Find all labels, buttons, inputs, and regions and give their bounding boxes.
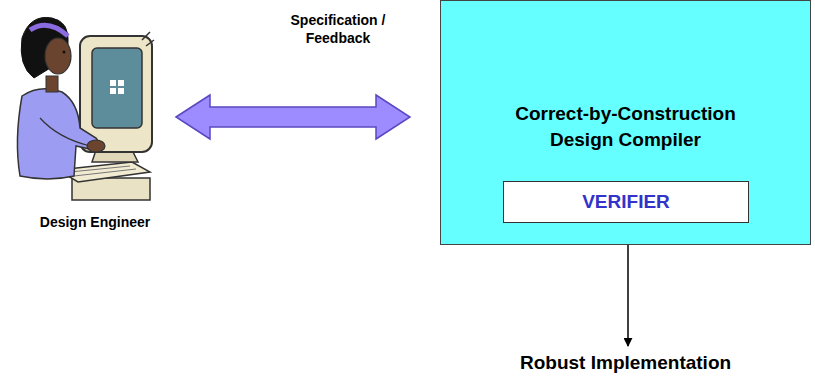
person-headband bbox=[30, 25, 68, 36]
flow-arrow bbox=[627, 245, 629, 346]
node-label: Robust Implementation bbox=[520, 352, 736, 374]
node-label: VERIFIER bbox=[582, 191, 670, 213]
compiler-box: Correct-by-Construction Design CompilerV… bbox=[440, 0, 811, 245]
engineer-clipart bbox=[17, 17, 154, 200]
verifier-box: VERIFIER bbox=[503, 181, 749, 223]
motion-lines bbox=[142, 32, 154, 46]
person-arm bbox=[40, 118, 90, 146]
keyboard-keys bbox=[70, 166, 136, 176]
person-neck bbox=[46, 76, 58, 92]
node-label: Design Engineer bbox=[16, 214, 174, 230]
monitor-screen bbox=[92, 48, 142, 128]
edge-label: Specification / Feedback bbox=[286, 11, 390, 47]
output-node: Robust Implementation bbox=[520, 352, 736, 374]
person-face bbox=[45, 38, 71, 74]
node-label: Correct-by-Construction Design Compiler bbox=[486, 101, 766, 152]
screen-logo bbox=[110, 80, 124, 94]
double-block-arrow bbox=[176, 95, 410, 139]
person-hand bbox=[87, 140, 105, 152]
person-eye bbox=[63, 51, 66, 54]
person-shirt bbox=[17, 89, 98, 179]
engineer-node: Design Engineer bbox=[16, 30, 174, 230]
